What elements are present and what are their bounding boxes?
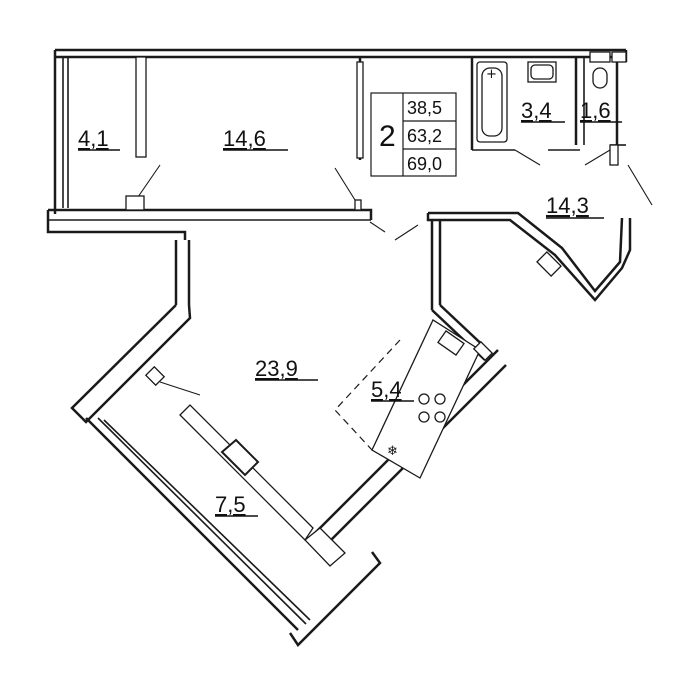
toilet-area-label: 1,6 [580, 98, 611, 123]
total-with-balcony-value: 69,0 [407, 154, 442, 174]
total-area-value: 63,2 [407, 126, 442, 146]
interior-walls [135, 56, 626, 166]
svg-text:+: + [486, 67, 497, 82]
toilet [589, 51, 627, 89]
loggia-left-area-label: 4,1 [78, 126, 109, 151]
balcony-divider [179, 404, 346, 567]
balcony-area-label: 7,5 [215, 492, 246, 517]
freezer-icon: ❄ [387, 444, 398, 459]
door-swings [125, 149, 653, 396]
bathroom-sink [527, 61, 557, 83]
stove-icon [418, 393, 446, 423]
living-area-value: 38,5 [407, 98, 442, 118]
kitchen-area-label: 5,4 [371, 377, 402, 402]
exterior-walls [46, 48, 632, 647]
hall-area-label: 14,3 [546, 193, 589, 218]
apartment-summary-box: 2 38,5 63,2 69,0 [370, 92, 457, 177]
kitchen-counter: ❄ [371, 319, 481, 479]
kitchen-sink-icon [437, 330, 465, 356]
bathtub: + [476, 61, 508, 143]
right-window-block [472, 251, 562, 362]
bathroom-area-label: 3,4 [521, 98, 552, 123]
bedroom-area-label: 14,6 [223, 126, 266, 151]
living-area-label: 23,9 [255, 356, 298, 381]
room-labels: 4,1 14,6 3,4 1,6 14,3 23,9 5,4 7,5 [78, 98, 622, 517]
rooms-count: 2 [379, 120, 396, 153]
